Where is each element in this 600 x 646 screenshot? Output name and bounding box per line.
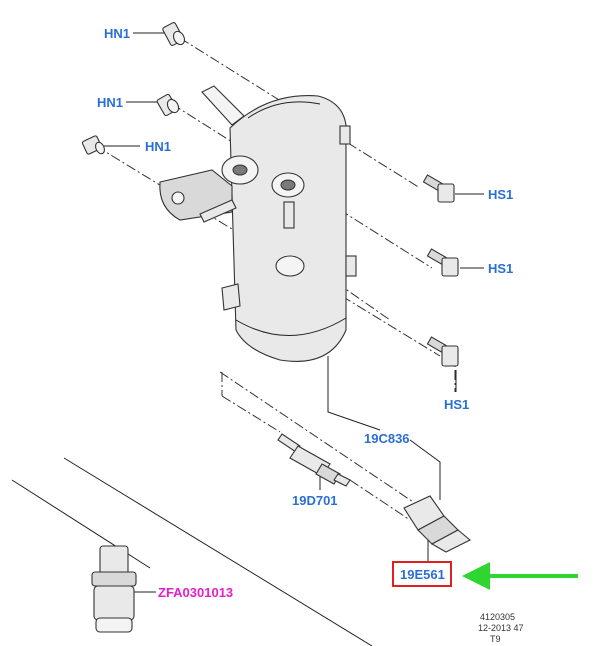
label-hn1-mid: HN1 bbox=[97, 95, 123, 110]
label-19d701: 19D701 bbox=[292, 493, 338, 508]
background-lines bbox=[11, 457, 373, 646]
label-19e561: 19E561 bbox=[400, 567, 445, 582]
refrigerant-can bbox=[91, 545, 137, 633]
receiver-drier bbox=[159, 85, 357, 362]
nut-hn1-low bbox=[81, 135, 105, 155]
label-hs1-top: HS1 bbox=[488, 187, 513, 202]
label-hs1-low: HS1 bbox=[444, 397, 469, 412]
bolt-hs1-low bbox=[426, 336, 459, 367]
footer-line2: 12-2013 47 bbox=[478, 623, 524, 633]
label-hn1-low: HN1 bbox=[145, 139, 171, 154]
label-19c836: 19C836 bbox=[364, 431, 410, 446]
pointer-arrow bbox=[462, 562, 578, 590]
nut-hn1-mid bbox=[156, 93, 180, 117]
footer-line3: T9 bbox=[490, 634, 501, 644]
label-hn1-top: HN1 bbox=[104, 26, 130, 41]
temp-sensor-19d701 bbox=[277, 433, 351, 487]
label-hs1-mid: HS1 bbox=[488, 261, 513, 276]
bolt-hs1-mid bbox=[426, 248, 459, 277]
nut-hn1-top bbox=[162, 22, 186, 46]
pressure-switch-19e561 bbox=[403, 495, 471, 553]
label-zfa0301013: ZFA0301013 bbox=[158, 585, 233, 600]
bolt-hs1-top bbox=[422, 174, 455, 203]
footer-line1: 4120305 bbox=[480, 612, 515, 622]
highlight-box bbox=[392, 561, 452, 587]
